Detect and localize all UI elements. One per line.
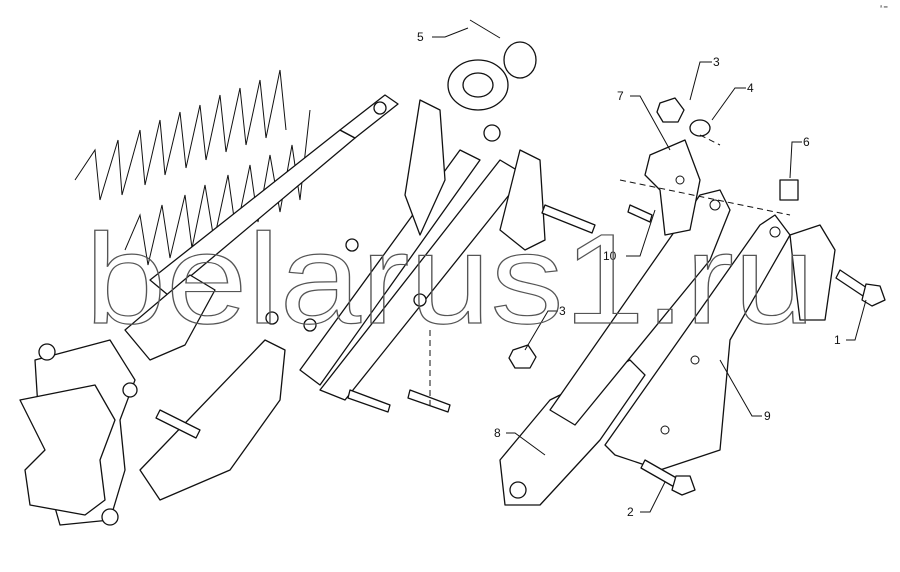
callout-3: 3 bbox=[713, 55, 720, 69]
part-7-plate bbox=[644, 139, 701, 236]
part-4-washer bbox=[689, 119, 711, 137]
part-right-plate bbox=[789, 224, 836, 321]
bearing-assembly bbox=[447, 19, 537, 111]
callout-3-lower: 3 bbox=[559, 304, 566, 318]
callout-8: 8 bbox=[494, 426, 501, 440]
part-9-bracket bbox=[604, 214, 791, 471]
callout-6: 6 bbox=[803, 135, 810, 149]
callout-2: 2 bbox=[627, 505, 634, 519]
part-1-bolt bbox=[835, 269, 886, 307]
part-10-bracket bbox=[549, 189, 731, 426]
callout-5: 5 bbox=[417, 30, 424, 44]
spring-upper bbox=[74, 69, 287, 201]
callout-9: 9 bbox=[764, 409, 771, 423]
leader-lines bbox=[432, 27, 867, 513]
spring-lower bbox=[124, 109, 311, 266]
callout-7: 7 bbox=[617, 89, 624, 103]
part-3-nut bbox=[508, 97, 685, 369]
part-2-bolt bbox=[640, 459, 696, 496]
bolts-nuts-center bbox=[38, 101, 596, 526]
callout-4: 4 bbox=[747, 81, 754, 95]
watermark: belarus1.ru bbox=[85, 208, 815, 351]
callout-1: 1 bbox=[834, 333, 841, 347]
part-6-bushing bbox=[779, 179, 799, 201]
corner-mark: ᵃ ━ bbox=[880, 5, 888, 11]
lower-link-hook bbox=[19, 339, 136, 526]
callout-10: 10 bbox=[603, 249, 617, 263]
link-plates-center bbox=[124, 99, 546, 501]
part-grease-fitting bbox=[627, 204, 653, 223]
